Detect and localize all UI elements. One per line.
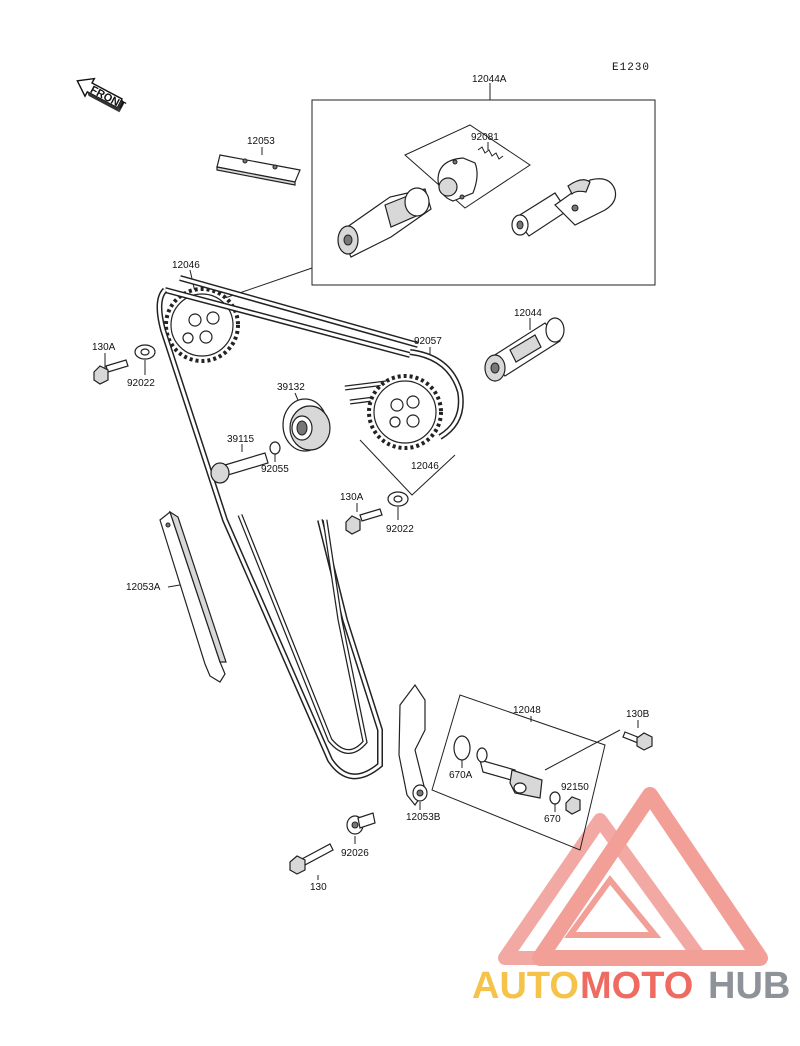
label-130A-mid: 130A (340, 492, 364, 503)
tensioner-12048 (476, 747, 543, 799)
idler-sprocket-39132 (282, 398, 331, 452)
label-92022-left: 92022 (127, 378, 155, 389)
label-92057: 92057 (414, 336, 442, 347)
label-12053A: 12053A (126, 582, 161, 593)
bolt-130A-left (93, 359, 129, 385)
assembly-box-12048 (431, 694, 606, 851)
label-12044A: 12044A (472, 74, 507, 85)
label-130A-left: 130A (92, 342, 116, 353)
decompressor-plate (437, 157, 478, 202)
camshaft-12044A (337, 187, 432, 258)
chain-guide-top (216, 154, 301, 186)
watermark-text: AUTO MOTO HUB (472, 965, 790, 1007)
watermark-logo (498, 787, 768, 966)
watermark-moto: MOTO (580, 965, 693, 1007)
label-12048: 12048 (513, 705, 541, 716)
label-12046-right: 12046 (411, 461, 439, 472)
chain-guide-12053A (159, 510, 227, 683)
assembly-box-12044A (311, 99, 656, 286)
idler-shaft-39115 (210, 452, 269, 484)
label-12053B: 12053B (406, 812, 441, 823)
collar-92026 (346, 812, 376, 835)
cap-bolt-92150 (565, 796, 581, 815)
label-39115: 39115 (227, 434, 255, 445)
label-670: 670 (544, 814, 561, 825)
decompressor-lever (511, 178, 617, 237)
oring-670 (549, 791, 561, 805)
label-39132: 39132 (277, 382, 305, 393)
washer-92022-left (134, 344, 156, 360)
sprocket-right (367, 349, 464, 450)
label-92026: 92026 (341, 848, 369, 859)
label-92081: 92081 (471, 132, 499, 143)
front-arrow-icon: FRONT (76, 77, 127, 112)
bolt-130A-mid (345, 508, 383, 535)
label-12053-top: 12053 (247, 136, 275, 147)
watermark-hub: HUB (708, 965, 790, 1007)
label-92150: 92150 (561, 782, 589, 793)
camshaft-12044 (484, 317, 565, 382)
label-130: 130 (310, 882, 327, 893)
spring-part (477, 146, 504, 160)
label-92022-mid: 92022 (386, 524, 414, 535)
label-12044: 12044 (514, 308, 542, 319)
label-92055: 92055 (261, 464, 289, 475)
watermark-auto: AUTO (472, 965, 579, 1007)
washer-92022-mid (387, 491, 409, 507)
label-670A: 670A (449, 770, 473, 781)
oring-670A (453, 735, 471, 761)
oring-92055 (269, 441, 281, 455)
bolt-130 (289, 843, 334, 875)
bolt-130B (622, 731, 653, 751)
label-130B: 130B (626, 709, 650, 720)
label-12046-left: 12046 (172, 260, 200, 271)
diagram-code: E1230 (612, 62, 650, 74)
chain-guide-12053B (398, 683, 428, 807)
